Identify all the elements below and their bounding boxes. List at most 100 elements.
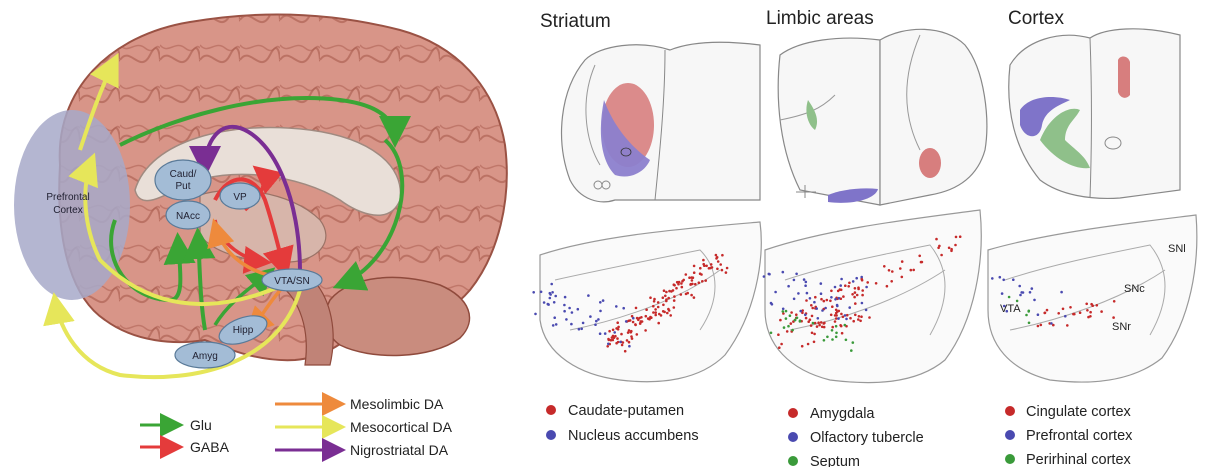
neuron-dot xyxy=(1085,303,1088,306)
neuron-dot xyxy=(836,305,839,308)
neuron-dot xyxy=(634,323,637,326)
neuron-dot xyxy=(599,310,602,313)
neuron-dot xyxy=(553,301,556,304)
legend-dot-septum xyxy=(788,456,798,466)
neuron-dot xyxy=(534,313,537,316)
neuron-dot xyxy=(725,271,728,274)
neuron-dot xyxy=(1016,300,1019,303)
neuron-dot xyxy=(622,341,625,344)
neuron-dot xyxy=(890,280,893,283)
panel-title-limbic: Limbic areas xyxy=(766,8,874,29)
limbic-section-2 xyxy=(880,29,987,205)
neuron-dot xyxy=(568,307,571,310)
cortex-legend: Cingulate cortex Prefrontal cortex Perir… xyxy=(1005,404,1133,467)
neuron-dot xyxy=(844,324,847,327)
neuron-dot xyxy=(844,314,847,317)
neuron-dot xyxy=(619,341,622,344)
neuron-dot xyxy=(570,323,573,326)
neuron-dot xyxy=(675,287,678,290)
neuron-dot xyxy=(826,336,829,339)
neuron-dot xyxy=(1040,324,1043,327)
neuron-dot xyxy=(625,320,628,323)
neuron-dot xyxy=(1002,279,1005,282)
neuron-dot xyxy=(991,277,994,280)
neuron-dot xyxy=(612,335,615,338)
brain-illustration: Prefrontal Cortex Caud/ Put NAcc VP VTA/… xyxy=(14,14,507,377)
neuron-dot xyxy=(1057,312,1060,315)
neuron-dot xyxy=(565,318,568,321)
neuron-dot xyxy=(809,318,812,321)
neuron-dot xyxy=(804,314,807,317)
neuron-dot xyxy=(840,313,843,316)
legend-label-caudate-putamen: Caudate-putamen xyxy=(568,403,684,419)
neuron-dot xyxy=(1079,311,1082,314)
neuron-dot xyxy=(820,282,823,285)
neuron-dot xyxy=(840,289,843,292)
legend-label-gaba: GABA xyxy=(190,439,230,455)
vta-sn-label: VTA/SN xyxy=(274,276,309,287)
neuron-dot xyxy=(639,321,642,324)
neuron-dot xyxy=(543,301,546,304)
neuron-dot xyxy=(1037,325,1040,328)
midbrain-section-striatum xyxy=(540,222,761,382)
neuron-dot xyxy=(899,267,902,270)
neuron-dot xyxy=(657,322,660,325)
neuron-dot xyxy=(622,307,625,310)
neuron-dot xyxy=(597,318,600,321)
cortex-section xyxy=(1009,29,1180,199)
neuron-dot xyxy=(645,315,648,318)
neuron-dot xyxy=(834,314,837,317)
striatum-legend: Caudate-putamen Nucleus accumbens xyxy=(546,403,699,444)
neuron-dot xyxy=(796,317,799,320)
neuron-dot xyxy=(795,313,798,316)
neuron-dot xyxy=(617,341,620,344)
neuron-dot xyxy=(577,308,580,311)
neuron-dot xyxy=(845,339,848,342)
neuron-dot xyxy=(816,325,819,328)
neuron-dot xyxy=(831,338,834,341)
vp-label: VP xyxy=(233,192,247,203)
neuron-dot xyxy=(715,254,718,257)
neuron-dot xyxy=(686,292,689,295)
neuron-dot xyxy=(804,284,807,287)
neuron-dot xyxy=(637,319,640,322)
neuron-dot xyxy=(807,343,810,346)
neuron-dot xyxy=(1025,314,1028,317)
neuron-dot xyxy=(813,341,816,344)
neuron-dot xyxy=(1100,310,1103,313)
neuron-dot xyxy=(1012,278,1015,281)
neuron-dot xyxy=(693,271,696,274)
neuron-dot xyxy=(848,282,851,285)
neuron-dot xyxy=(886,285,889,288)
neuron-dot xyxy=(693,265,696,268)
neuron-dot xyxy=(805,299,808,302)
neuron-dot xyxy=(866,281,869,284)
neuron-dot xyxy=(834,286,837,289)
neuron-dot xyxy=(799,320,802,323)
neuron-dot xyxy=(830,314,833,317)
neuron-dot xyxy=(818,324,821,327)
neuron-dot xyxy=(806,292,809,295)
legend-dot-nucleus-accumbens xyxy=(546,430,556,440)
neuron-dot xyxy=(830,290,833,293)
neuron-dot xyxy=(628,345,631,348)
neuron-dot xyxy=(1086,309,1089,312)
neuron-dot xyxy=(660,314,663,317)
neuron-dot xyxy=(653,300,656,303)
neuron-dot xyxy=(691,283,694,286)
neuron-dot xyxy=(778,346,781,349)
neuron-dot xyxy=(801,345,804,348)
legend-item-nigrostriatal: Nigrostriatal DA xyxy=(275,442,449,458)
neuron-dot xyxy=(693,296,696,299)
neuron-dot xyxy=(787,285,790,288)
neuron-dot xyxy=(682,279,685,282)
nacc-label: NAcc xyxy=(176,211,200,222)
neuron-dot xyxy=(624,350,627,353)
cerebellum xyxy=(326,277,470,355)
striatum-section xyxy=(562,42,760,202)
neuron-dot xyxy=(860,315,863,318)
neuron-dot xyxy=(810,304,813,307)
neuron-dot xyxy=(803,278,806,281)
legend-item-mesocortical: Mesocortical DA xyxy=(275,419,453,435)
neuron-dot xyxy=(631,337,634,340)
